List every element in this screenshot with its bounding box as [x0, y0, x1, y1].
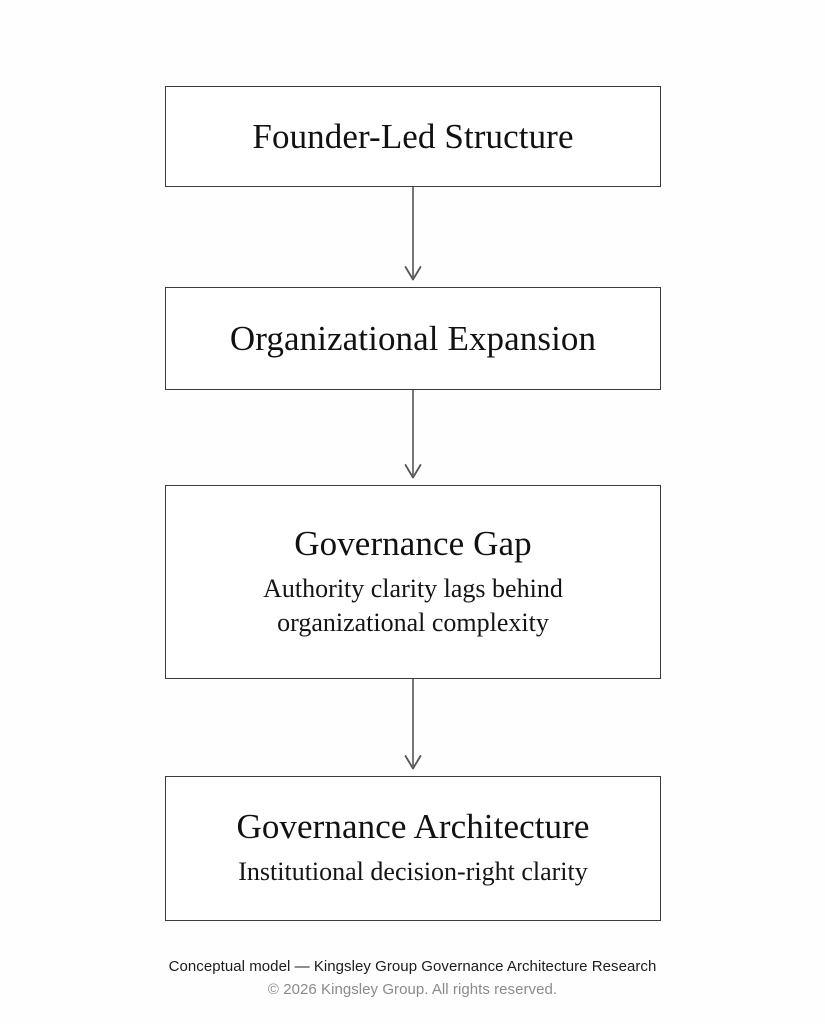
- down-arrow-icon: [404, 390, 422, 479]
- node-subtitle: Institutional decision-right clarity: [238, 855, 587, 889]
- node-subtitle-line: Institutional decision-right clarity: [238, 857, 588, 887]
- flow-node-governance-gap: Governance Gap Authority clarity lags be…: [165, 485, 661, 679]
- node-title: Governance Gap: [294, 523, 532, 563]
- node-subtitle-line: organizational complexity: [277, 608, 549, 638]
- node-subtitle-line: Authority clarity lags behind: [263, 573, 563, 603]
- flow-node-organizational-expansion: Organizational Expansion: [165, 287, 661, 390]
- down-arrow-icon: [404, 679, 422, 770]
- node-title: Governance Architecture: [236, 807, 590, 847]
- node-subtitle: Authority clarity lags behind organizati…: [263, 572, 563, 641]
- footer-copyright: © 2026 Kingsley Group. All rights reserv…: [267, 981, 558, 998]
- footer-caption: Conceptual model — Kingsley Group Govern…: [168, 958, 657, 975]
- connector-founder-to-expansion: [165, 187, 661, 287]
- flow-node-governance-architecture: Governance Architecture Institutional de…: [165, 776, 661, 921]
- connector-expansion-to-gap: [165, 390, 661, 485]
- down-arrow-icon: [404, 187, 422, 281]
- node-title: Organizational Expansion: [229, 318, 597, 358]
- figure-footer: Conceptual model — Kingsley Group Govern…: [0, 955, 825, 1001]
- flow-node-founder-led-structure: Founder-Led Structure: [165, 86, 661, 187]
- flowchart: Founder-Led Structure Organizational Exp…: [165, 86, 661, 921]
- connector-gap-to-architecture: [165, 679, 661, 776]
- node-title: Founder-Led Structure: [252, 116, 574, 156]
